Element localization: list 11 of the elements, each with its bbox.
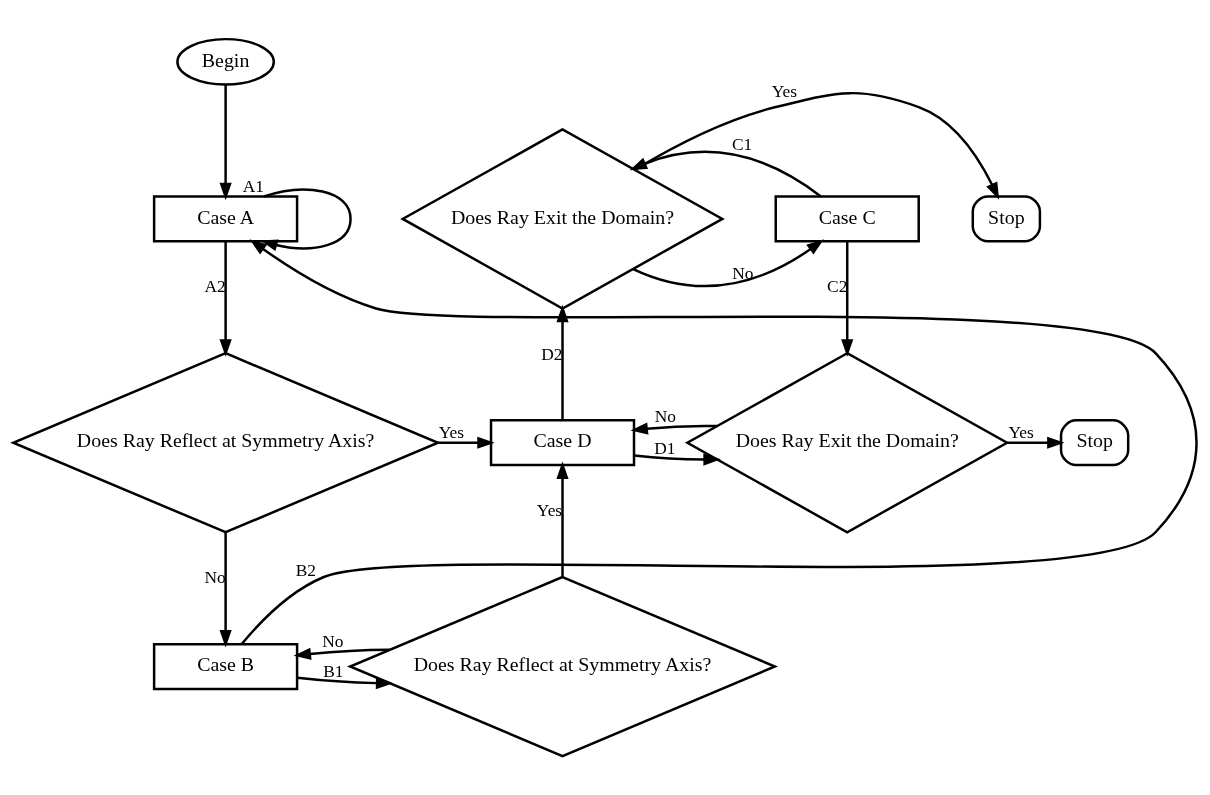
edge-label: C2 [827,276,848,297]
edge-label: D1 [654,438,676,459]
edge-label: No [654,405,676,426]
edge-label: No [732,262,754,283]
edge-label: A1 [242,175,265,196]
edge-label: No [322,630,344,651]
edge-label: C1 [731,133,753,154]
edge-label: B1 [323,661,344,682]
edge-label: Yes [1008,422,1034,443]
edge-label: Yes [771,81,798,102]
edge-label: B2 [295,559,317,580]
